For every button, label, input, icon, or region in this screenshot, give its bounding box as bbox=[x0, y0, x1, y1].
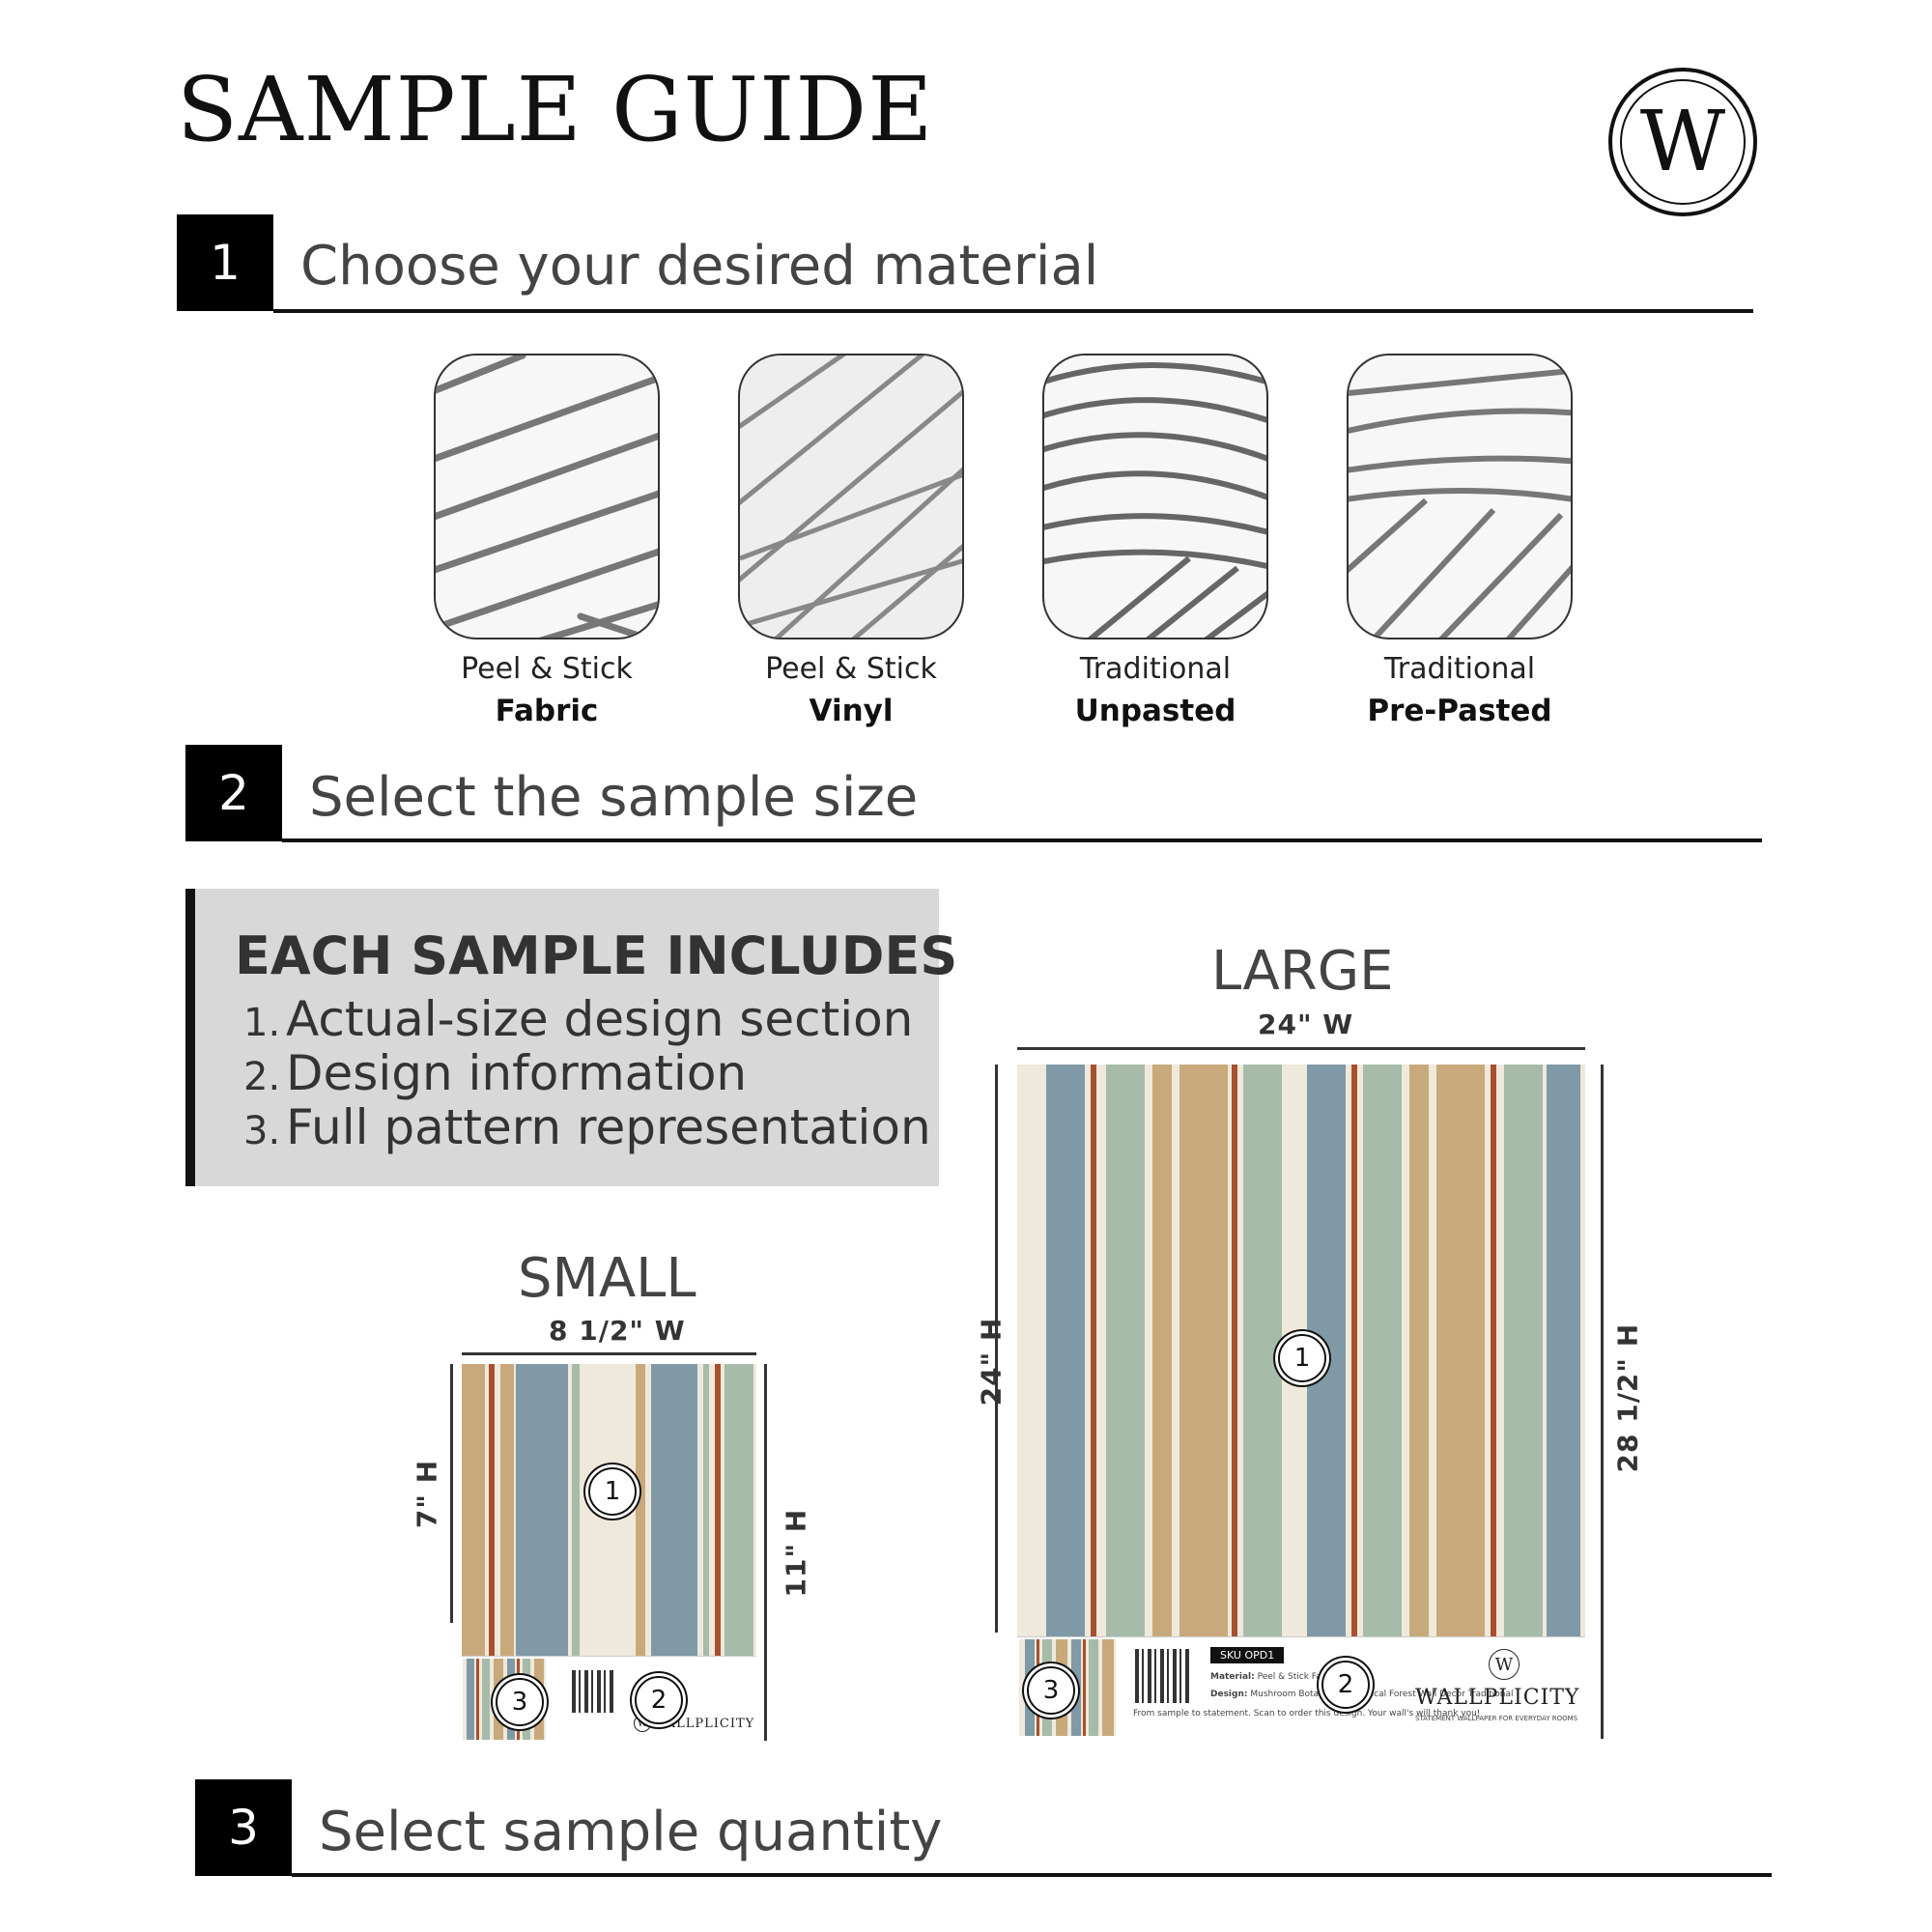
material-vinyl-name: Vinyl bbox=[809, 694, 894, 728]
large-brand-name: WALLPLICITY bbox=[1415, 1686, 1580, 1710]
page-title: SAMPLE GUIDE bbox=[177, 58, 934, 161]
material-vinyl-top: Peel & Stick bbox=[765, 652, 937, 686]
large-brand-logo: W bbox=[1489, 1649, 1520, 1680]
small-callout-2: 2 bbox=[635, 1676, 683, 1724]
small-callout-3: 3 bbox=[496, 1678, 544, 1726]
large-callout-2: 2 bbox=[1321, 1661, 1370, 1709]
small-section-height-line bbox=[450, 1364, 453, 1623]
step-3-heading: Select sample quantity bbox=[319, 1801, 943, 1863]
large-design-value: Mushroom Botanical Whimsical Forest Wall… bbox=[1250, 1690, 1514, 1699]
material-fabric-top: Peel & Stick bbox=[461, 652, 633, 686]
small-qr-code bbox=[572, 1670, 614, 1713]
includes-item-3-text: Full pattern representation bbox=[286, 1099, 931, 1155]
includes-item-1-text: Actual-size design section bbox=[286, 991, 914, 1047]
wallplicity-logo: W bbox=[1608, 68, 1757, 216]
includes-item-1-num: 1. bbox=[243, 1001, 281, 1045]
swatch-vinyl[interactable] bbox=[738, 354, 964, 639]
material-unpasted-top: Traditional bbox=[1079, 652, 1232, 686]
includes-item-2-num: 2. bbox=[243, 1055, 281, 1099]
includes-panel bbox=[185, 889, 939, 1186]
large-width-line bbox=[1017, 1047, 1585, 1050]
logo-letter: W bbox=[1620, 79, 1746, 205]
small-total-height-line bbox=[764, 1364, 767, 1741]
large-section-height-line bbox=[995, 1065, 998, 1633]
step-2-underline bbox=[282, 838, 1762, 842]
large-material-value: Peel & Stick Fabric bbox=[1257, 1672, 1338, 1682]
large-callout-1: 1 bbox=[1278, 1334, 1326, 1382]
step-1-underline bbox=[273, 309, 1753, 313]
small-section-height-label: 7" H bbox=[411, 1459, 443, 1529]
large-size-label: LARGE bbox=[1211, 940, 1394, 1003]
large-info-strip: From sample to statement. Scan to order … bbox=[1017, 1636, 1585, 1738]
large-callout-3: 3 bbox=[1027, 1666, 1075, 1715]
step-3-number: 3 bbox=[195, 1779, 292, 1876]
small-size-label: SMALL bbox=[518, 1247, 696, 1310]
small-callout-1: 1 bbox=[588, 1467, 637, 1516]
swatch-unpasted[interactable] bbox=[1042, 354, 1268, 639]
step-3-underline bbox=[292, 1873, 1772, 1877]
small-width-label: 8 1/2" W bbox=[549, 1315, 686, 1347]
large-design-label: Design: bbox=[1210, 1690, 1248, 1699]
material-unpasted-name: Unpasted bbox=[1074, 694, 1236, 728]
large-brand-tagline: STATEMENT WALLPAPER FOR EVERYDAY ROOMS bbox=[1415, 1715, 1578, 1722]
small-brand-name: WALLPLICITY bbox=[653, 1717, 755, 1731]
step-2-heading: Select the sample size bbox=[309, 766, 919, 829]
swatch-fabric[interactable] bbox=[434, 354, 660, 639]
includes-item-3: 3.Full pattern representation bbox=[243, 1103, 931, 1151]
includes-item-3-num: 3. bbox=[243, 1109, 281, 1153]
material-prepasted-top: Traditional bbox=[1383, 652, 1536, 686]
large-total-height-line bbox=[1601, 1065, 1604, 1739]
large-sku-badge: SKU OPD1 bbox=[1210, 1647, 1285, 1663]
includes-item-1: 1.Actual-size design section bbox=[243, 995, 913, 1043]
material-fabric-name: Fabric bbox=[495, 694, 599, 728]
large-qr-code bbox=[1135, 1649, 1189, 1703]
includes-item-2-text: Design information bbox=[286, 1045, 748, 1101]
small-width-line bbox=[462, 1352, 756, 1355]
large-total-height-label: 28 1/2" H bbox=[1611, 1322, 1644, 1473]
material-prepasted-name: Pre-Pasted bbox=[1367, 694, 1552, 728]
large-section-height-label: 24" H bbox=[975, 1317, 1008, 1406]
small-total-height-label: 11" H bbox=[780, 1508, 812, 1598]
step-2-number: 2 bbox=[185, 745, 282, 841]
includes-heading: EACH SAMPLE INCLUDES bbox=[235, 925, 958, 986]
step-1-number: 1 bbox=[177, 214, 273, 311]
includes-item-2: 2.Design information bbox=[243, 1049, 747, 1097]
large-design-line: Design: Mushroom Botanical Whimsical For… bbox=[1210, 1690, 1514, 1699]
large-width-label: 24" W bbox=[1258, 1009, 1354, 1040]
large-material-line: Material: Peel & Stick Fabric bbox=[1210, 1672, 1338, 1682]
swatch-pre-pasted[interactable] bbox=[1347, 354, 1573, 639]
large-qr-note: From sample to statement. Scan to order … bbox=[1133, 1709, 1481, 1719]
step-1-heading: Choose your desired material bbox=[300, 235, 1099, 298]
large-material-label: Material: bbox=[1210, 1672, 1255, 1682]
